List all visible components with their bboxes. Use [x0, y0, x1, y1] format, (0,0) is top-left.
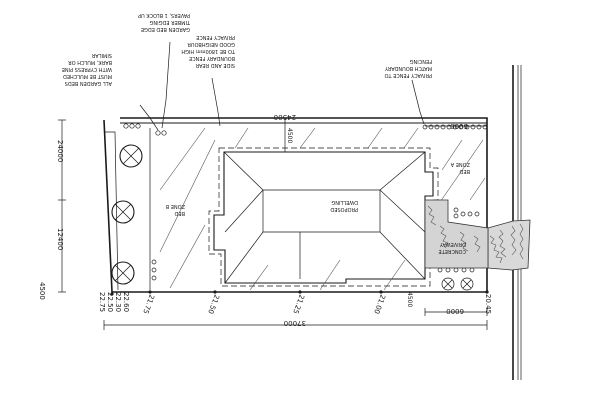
dim-left-c-label: 4500: [38, 282, 46, 300]
level-l8: 21.00: [372, 293, 386, 315]
zone-center-label: PROPOSED DWELLING: [330, 199, 358, 212]
dim-right-a-label: 4500: [406, 292, 413, 307]
zone-left-label: BED ZONE B: [165, 203, 185, 216]
note-top-a-line: GARDEN BED EDGE: [141, 26, 190, 32]
note-left-line: ALL GARDEN BEDS: [65, 80, 112, 86]
text-layer: 24500 6000 37000 6000 24000 12400 4500 4…: [38, 12, 492, 327]
note-left-line: WITH CYPRESS PINE: [62, 66, 112, 72]
footpath-crossing: [487, 219, 531, 271]
note-top-b-line: BOUNDARY FENCE: [189, 55, 235, 61]
note-top-b-line: TO BE 1800mm HIGH: [181, 48, 236, 54]
garden-bed-edges: [104, 128, 151, 291]
dim-bottom-right-label: 6000: [446, 307, 464, 315]
note-top-c-line: MATCH BOUNDARY: [384, 65, 432, 71]
note-top-b: SIDE AND REAR BOUNDARY FENCE TO BE 1800m…: [181, 34, 236, 68]
zone-center-line: PROPOSED: [330, 206, 358, 212]
zone-left-line: BED: [174, 210, 185, 216]
level-l7: 21.25: [291, 293, 305, 315]
zone-right-line: BED: [459, 168, 470, 174]
zone-drive-line: CONCRETE: [438, 248, 466, 254]
diagonal-hatching: [159, 127, 486, 291]
note-top-a: GARDEN BED EDGE TIMBER EDGING PAVERS, 1 …: [138, 12, 191, 32]
zone-right-label: BED ZONE A: [450, 161, 470, 174]
note-top-b-line: SIDE AND REAR: [195, 62, 235, 68]
note-top-b-line: GOOD NEIGHBOUR: [187, 41, 235, 47]
level-l6: 21.50: [206, 293, 220, 315]
note-top-b-line: PRIVACY FENCE: [196, 34, 235, 40]
note-top-a-line: PAVERS, 1 BLOCK UP: [138, 12, 190, 18]
leader-lines: [139, 41, 425, 131]
dim-top-label: 24500: [274, 113, 296, 121]
level-points: [110, 290, 489, 296]
tree-icon: [119, 144, 143, 168]
zone-left-line: ZONE B: [165, 203, 185, 209]
note-top-a-line: TIMBER EDGING: [149, 19, 191, 25]
tree-symbols: [111, 144, 474, 291]
dim-side-a-label: 4500: [286, 128, 293, 143]
dim-bottom-total-label: 37000: [284, 319, 306, 327]
note-top-c-line: PRIVACY FENCE TO: [384, 72, 432, 78]
level-l9: 20.45: [484, 294, 492, 314]
note-left-line: MUST BE MULCHED: [63, 73, 112, 79]
note-left-line: SIMILAR: [91, 52, 112, 58]
tree-icon: [460, 277, 474, 291]
level-l5: 21.75: [141, 293, 155, 315]
dwelling-footprint: [208, 147, 439, 287]
note-left: ALL GARDEN BEDS MUST BE MULCHED WITH CYP…: [62, 52, 112, 86]
level-l1: 22.60: [122, 292, 130, 312]
tree-icon: [111, 200, 135, 224]
driveway: [424, 199, 489, 269]
tree-icon: [441, 277, 455, 291]
level-l2: 22.30: [114, 292, 122, 312]
level-l4: 22.75: [98, 292, 106, 312]
dimension-lines: [58, 118, 488, 330]
dim-top-inner-label: 6000: [450, 122, 468, 130]
zone-drive-line: DRIVEWAY: [439, 241, 466, 247]
zone-center-line: DWELLING: [331, 199, 358, 205]
note-left-line: BARK, MULCH OR: [68, 59, 112, 65]
dim-left-a-label: 24000: [56, 140, 64, 162]
note-top-c-line: FENCING: [410, 58, 432, 64]
zone-right-line: ZONE A: [450, 161, 470, 167]
tree-icon: [111, 261, 135, 285]
level-l3: 22.50: [106, 292, 114, 312]
note-top-c: PRIVACY FENCE TO MATCH BOUNDARY FENCING: [384, 58, 432, 78]
zone-drive-label: CONCRETE DRIVEWAY: [438, 241, 466, 254]
dim-left-b-label: 12400: [56, 228, 64, 250]
